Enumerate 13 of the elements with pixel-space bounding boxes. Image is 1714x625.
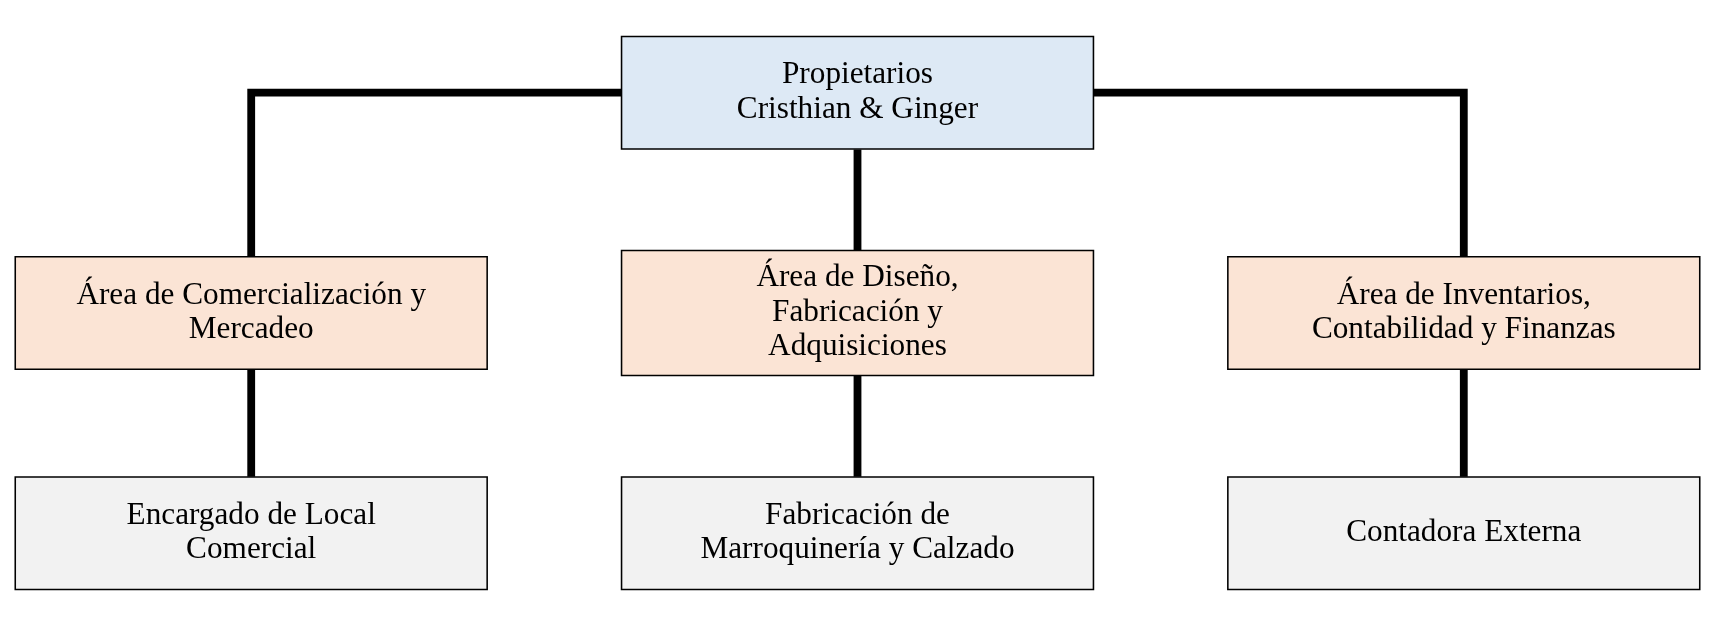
connector — [853, 375, 861, 477]
connector — [1459, 369, 1468, 477]
node-box: Propietarios Cristhian & Ginger — [620, 35, 1094, 150]
connector — [1093, 88, 1468, 256]
node-box: Área de Diseño, Fabricación y Adquisiciones — [620, 249, 1094, 376]
connector — [853, 148, 861, 250]
node-box: Fabricación de Marroquinería y Calzado — [620, 475, 1094, 590]
node-box: Contadora Externa — [1226, 475, 1701, 590]
connector — [246, 369, 255, 477]
node-box: Área de Comercialización y Mercadeo — [13, 255, 488, 370]
node-box: Área de Inventarios, Contabilidad y Finanzas — [1226, 255, 1701, 370]
connector — [246, 88, 621, 256]
node-box: Encargado de Local Comercial — [13, 475, 488, 590]
